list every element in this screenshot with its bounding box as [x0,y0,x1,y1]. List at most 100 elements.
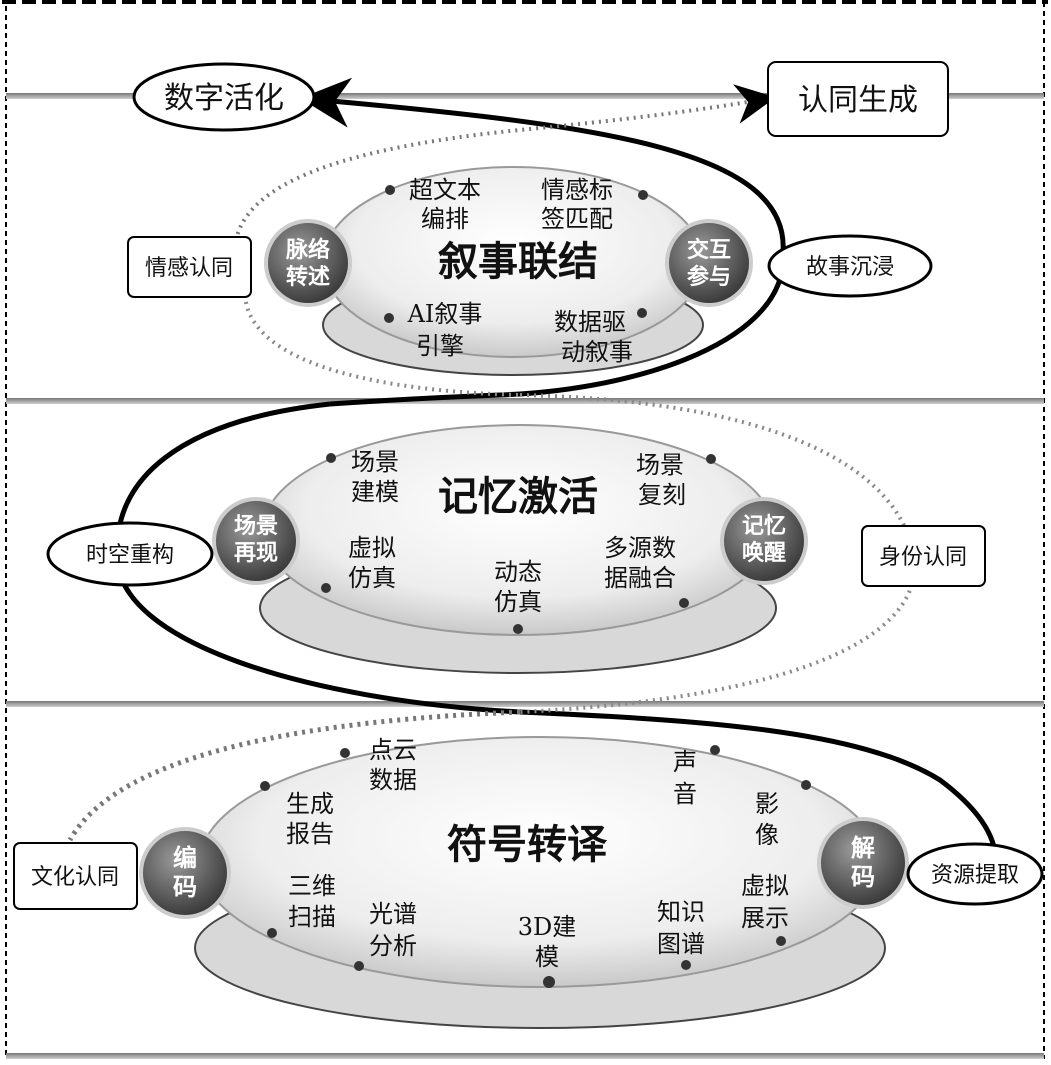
layer3-items: 点云 数据 声 音 生成 报告 影 像 三维 扫描 光谱 分析 3D建 模 知识… [260,736,811,988]
item-label: 虚拟 [348,534,396,562]
layer2-left-node [212,497,300,585]
item-label: 签匹配 [541,205,613,233]
item-label: 图谱 [657,930,705,958]
node-label: 码 [173,872,197,901]
item-label: 多源数 [604,534,676,562]
node-label: 编 [173,843,197,872]
node-label: 码 [851,862,875,891]
dot [384,313,394,323]
dot [260,781,270,791]
band-separator-bottom [6,1053,1044,1059]
item-label: 展示 [741,904,789,932]
item-label: 模 [535,943,559,971]
item-label: 建模 [351,478,399,506]
item-label: 3D建 [518,913,577,941]
layer1-loop-black [329,251,786,407]
layer2-loop-dotted [519,393,918,714]
dot [267,928,277,938]
dot [706,454,716,464]
layer3-loop-dotted [67,709,521,842]
node-label: 交互 [687,237,731,263]
item-label: 虚拟 [741,872,789,900]
layer1-title: 叙事联结 [438,238,598,285]
item-label: 分析 [369,932,417,960]
layer3-left-label: 文化认同 [31,865,119,890]
layer2-left-label: 时空重构 [86,543,174,568]
node-label: 再现 [234,540,278,566]
dot [681,960,691,970]
dot [513,624,523,634]
node-label: 记忆 [742,513,786,539]
item-label: 仿真 [494,588,542,616]
layer2-title: 记忆激活 [438,473,598,520]
item-label: 影 [755,790,779,818]
item-label: 生成 [286,790,334,818]
item-label: 光谱 [369,900,417,928]
item-label: 报告 [286,820,334,848]
dot [354,961,364,971]
item-label: 超文本 [409,176,481,204]
dot [801,780,811,790]
layer1-left-label: 情感认同 [145,256,233,281]
dot [637,308,647,318]
item-label: 数据驱 [554,308,626,336]
arrow-to-digital [300,77,786,253]
dot [385,185,395,195]
dot [679,598,689,608]
layer1-right-node [665,219,753,307]
layer1-left-box [127,236,252,298]
band-separator-1 [6,398,1044,404]
layer3-right-oval [906,842,1044,906]
node-label: 唤醒 [742,540,786,566]
node-label: 参与 [687,264,731,290]
item-label: 据融合 [604,564,676,592]
item-label: 动态 [494,558,542,586]
item-label: 音 [673,780,697,808]
digital-activation-oval [132,62,316,132]
dot [321,583,331,593]
layer2-items: 场景 建模 场景 复刻 虚拟 仿真 动态 仿真 多源数 据融合 [321,448,716,634]
layer3-right-label: 资源提取 [931,863,1019,888]
layer3-right-node [817,817,909,909]
layer1-loop-dotted [243,294,521,397]
identity-gen-label: 认同生成 [798,83,918,118]
item-label: 仿真 [348,564,396,592]
dot [776,936,786,946]
node-label: 转述 [286,264,330,290]
digital-activation-label: 数字活化 [164,81,284,116]
layer2-right-node [720,497,808,585]
item-label: 情感标 [541,176,613,204]
node-label: 解 [851,833,875,862]
layer2-right-label: 身份认同 [879,545,967,570]
layer3-left-node [139,827,231,919]
layer1-right-label: 故事沉浸 [806,255,894,280]
item-label: 点云 [369,736,417,764]
item-label: 知识 [657,898,705,926]
layer1-right-oval [767,234,933,298]
item-label: 像 [755,821,779,849]
layer1-left-node [264,219,352,307]
dot [326,453,336,463]
identity-gen-box [767,61,949,137]
item-label: 声 [673,748,697,776]
layer3-left-box [13,842,138,910]
layer2-loop-black [114,401,999,871]
layer3-title: 符号转译 [447,821,608,868]
band-separator-2 [6,701,1044,707]
node-label: 脉络 [285,237,330,263]
dot [638,190,648,200]
dot [710,745,720,755]
layer2-right-box [861,525,986,587]
node-label: 场景 [234,513,278,539]
item-label: 扫描 [288,903,336,931]
item-label: 三维 [288,872,336,900]
item-label: 引擎 [416,332,464,360]
item-label: 动叙事 [561,338,633,366]
item-label: 场景 [351,448,399,476]
dot [340,748,350,758]
item-label: AI叙事 [407,300,483,328]
item-label: 场景 [636,451,684,479]
dot [543,976,555,988]
